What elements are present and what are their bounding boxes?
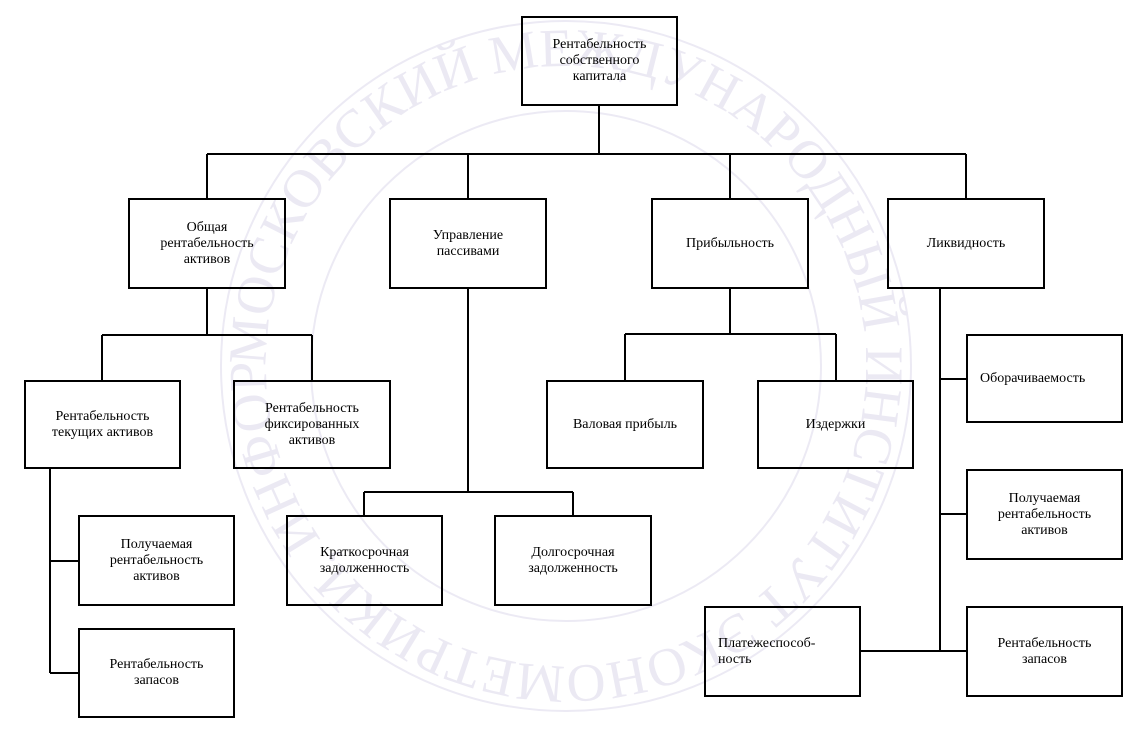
node-profitability: Прибыльность <box>651 198 809 289</box>
node-costs: Издержки <box>757 380 914 469</box>
node-inventory-return-left: Рентабельность запасов <box>78 628 235 718</box>
node-long-term-debt: Долгосрочная задолженность <box>494 515 652 606</box>
node-gross-profit: Валовая прибыль <box>546 380 704 469</box>
node-total-roa: Общая рентабельность активов <box>128 198 286 289</box>
node-short-term-debt: Краткосрочная задолженность <box>286 515 443 606</box>
node-received-roa-right: Получаемая рентабельность активов <box>966 469 1123 560</box>
node-liabilities-management: Управление пассивами <box>389 198 547 289</box>
node-solvency: Платежеспособ- ность <box>704 606 861 697</box>
node-received-roa-left: Получаемая рентабельность активов <box>78 515 235 606</box>
node-inventory-return-right: Рентабельность запасов <box>966 606 1123 697</box>
node-root: Рентабельность собственного капитала <box>521 16 678 106</box>
node-fixed-assets-return: Рентабельность фиксированных активов <box>233 380 391 469</box>
node-current-assets-return: Рентабельность текущих активов <box>24 380 181 469</box>
node-turnover: Оборачиваемость <box>966 334 1123 423</box>
node-liquidity: Ликвидность <box>887 198 1045 289</box>
